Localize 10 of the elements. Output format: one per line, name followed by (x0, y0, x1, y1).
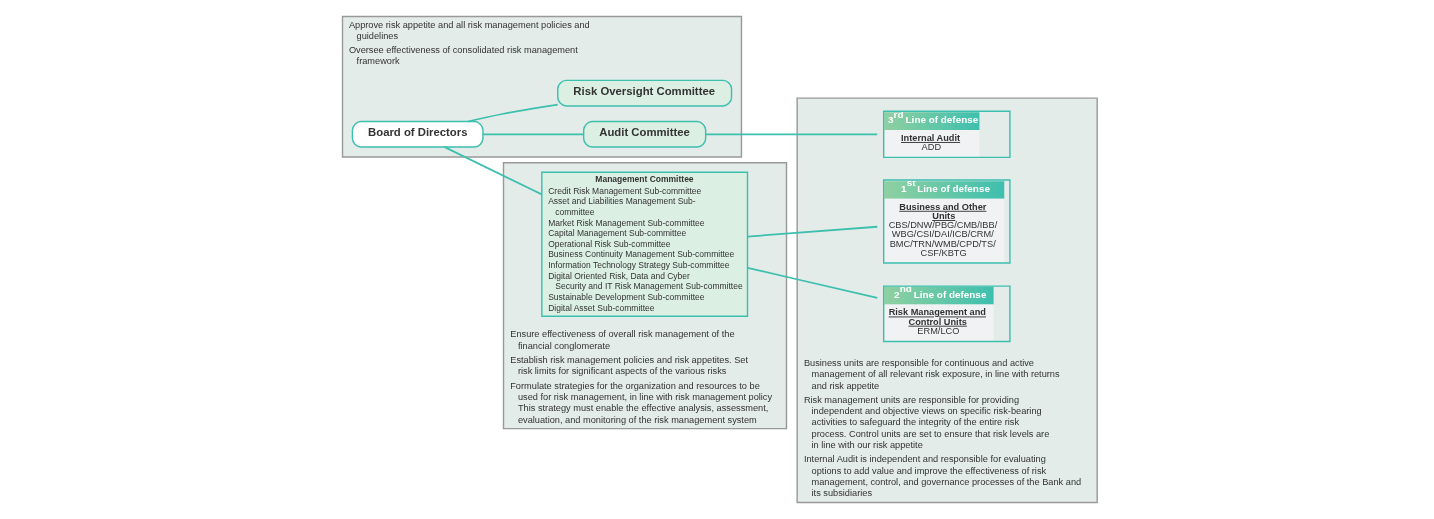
node-box: Audit Committee (582, 120, 707, 148)
connector (746, 225, 879, 238)
connector (746, 267, 879, 299)
node-box: Management Committee Credit Risk Management Sub-committee Asset and Liabilities Management Sub-committee Market Risk Management Sub-committee Capital Management Sub-committee Operational Risk Sub-committee Business Continuity Management Sub-committee Information Technology Strategy Sub-committee Digital Oriented Risk, Data and Cyber Security and IT Risk Management Sub-committee Sustainable Development Sub-committee Digital Asset Sub-committee (541, 171, 749, 317)
node-box: Risk Oversight Committee (557, 79, 733, 107)
node-box: Board of Directors (351, 120, 484, 148)
connector (443, 146, 543, 196)
connector (467, 103, 559, 123)
connector (482, 133, 585, 136)
connector (704, 133, 879, 136)
